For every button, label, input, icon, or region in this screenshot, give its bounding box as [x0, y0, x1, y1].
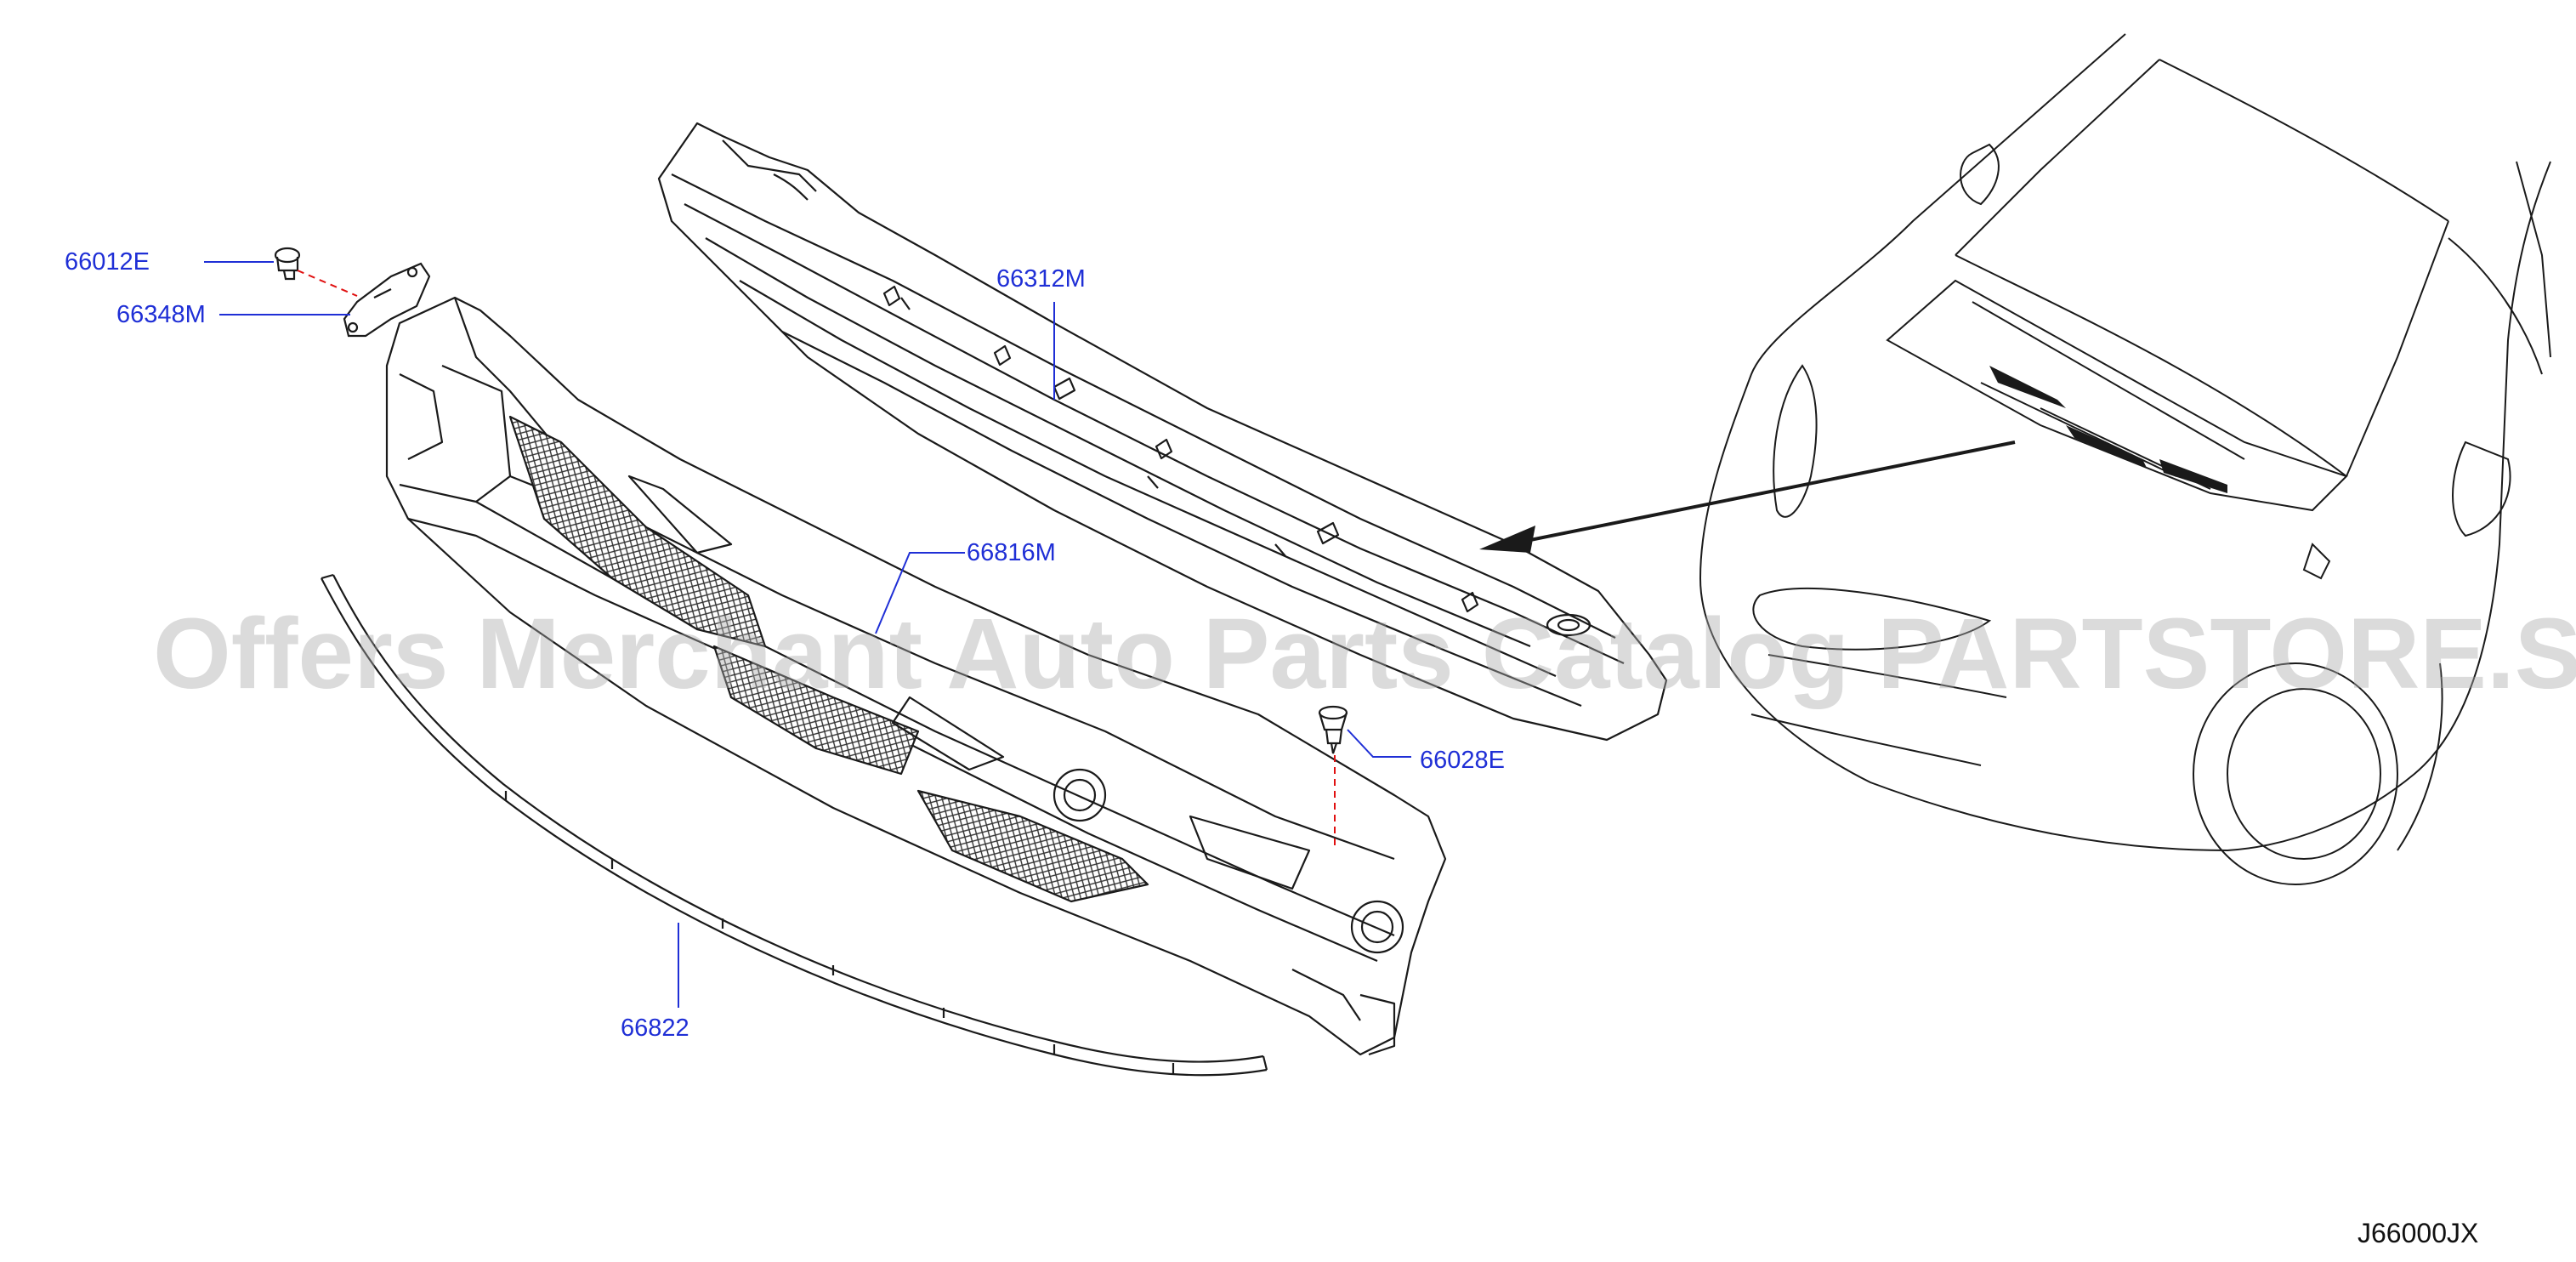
callout-66028E[interactable]: 66028E	[1420, 747, 1505, 774]
bracket-drawing	[343, 262, 431, 338]
leader-lines	[204, 261, 1411, 1008]
callout-66348M[interactable]: 66348M	[116, 301, 206, 328]
location-arrow	[1479, 441, 2016, 553]
callout-66012E[interactable]: 66012E	[65, 248, 150, 276]
cowl-grille-drawing	[385, 296, 1447, 1056]
clip-66012E-drawing	[274, 247, 301, 281]
diagram-code: J66000JX	[2358, 1218, 2479, 1248]
clip-66028E-drawing	[1318, 705, 1348, 754]
vehicle-overview-drawing	[1699, 33, 2551, 885]
callout-66816M[interactable]: 66816M	[967, 539, 1056, 566]
callout-66312M[interactable]: 66312M	[996, 265, 1086, 293]
seal-strip-drawing	[321, 573, 1268, 1077]
fastener-centerlines	[297, 270, 1336, 850]
cowl-top-panel-drawing	[657, 122, 1668, 742]
callout-66822[interactable]: 66822	[621, 1015, 689, 1042]
